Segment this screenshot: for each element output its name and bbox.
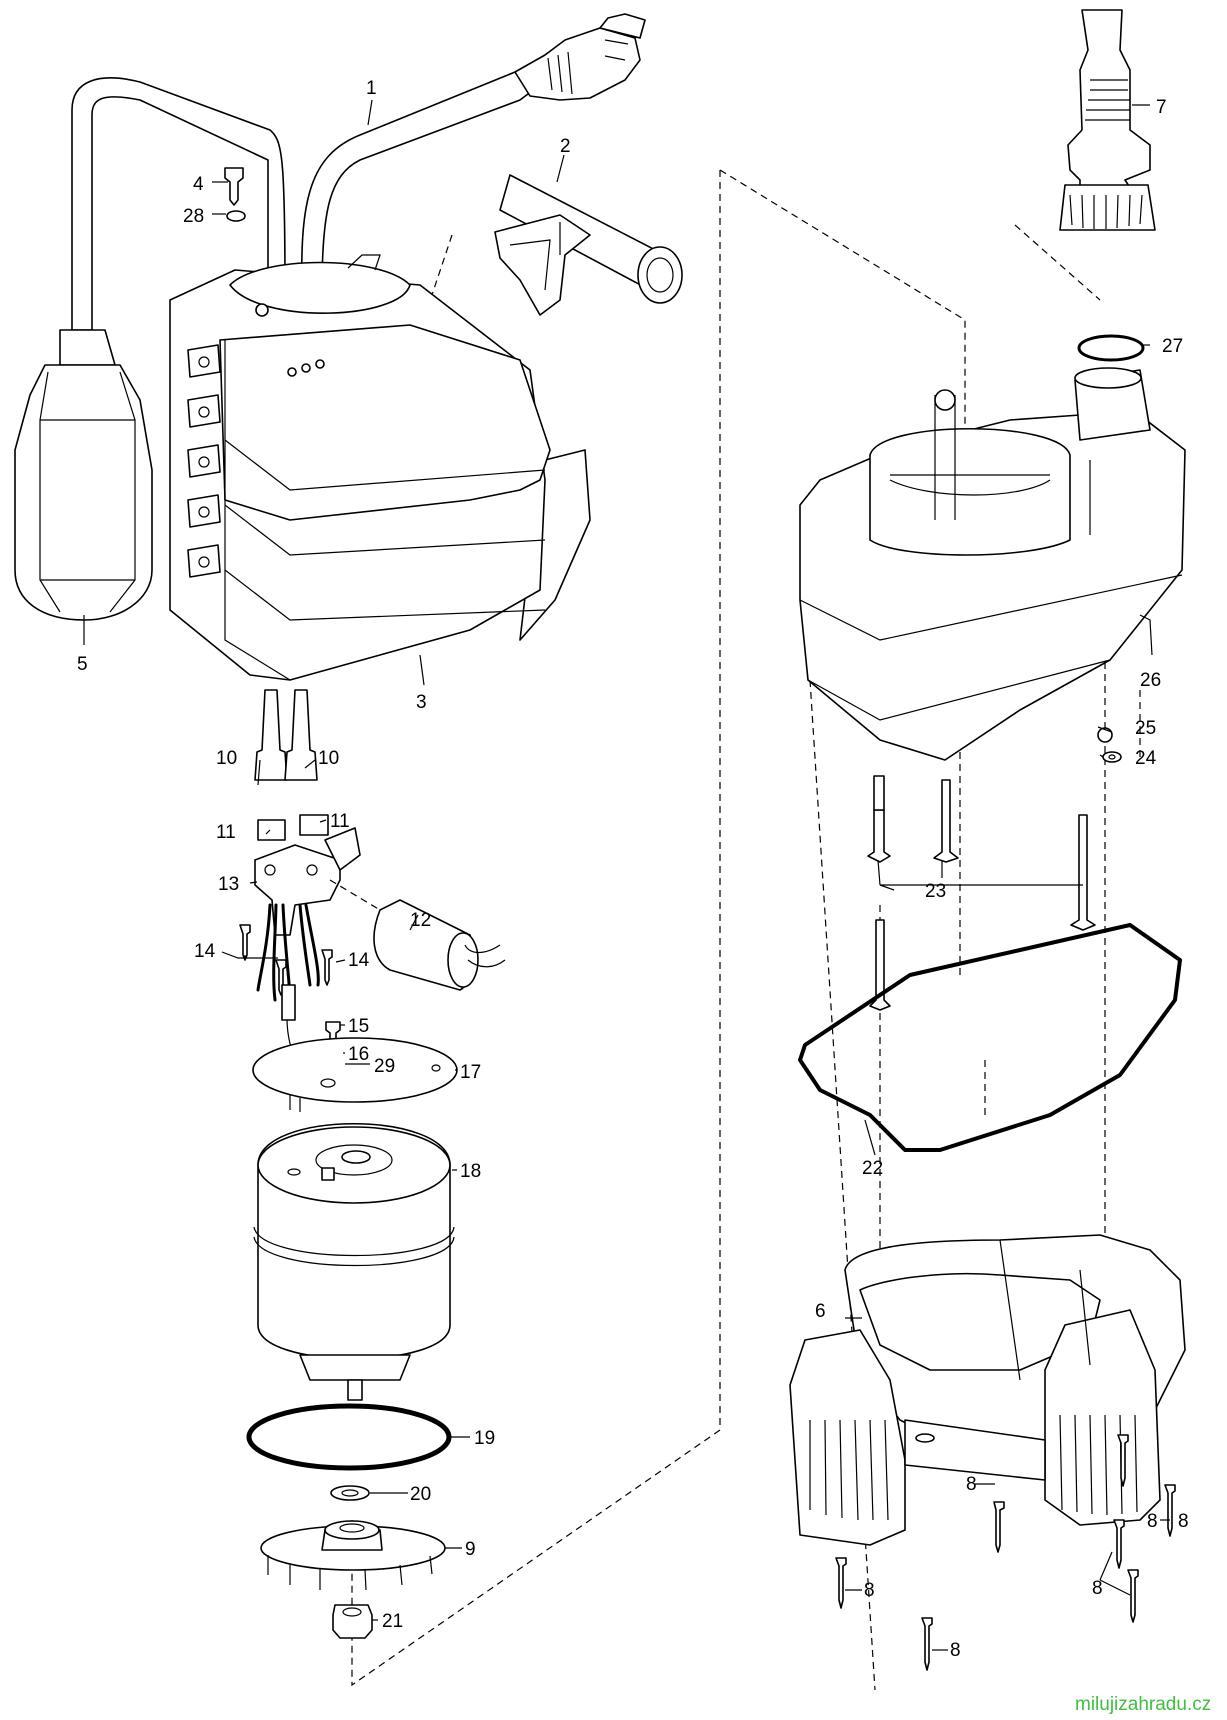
label-8c: 8 [1092, 1578, 1103, 1599]
label-8e: 8 [950, 1640, 961, 1661]
part-22-gasket [798, 923, 1182, 1152]
watermark-text[interactable]: milujizahradu.cz [1075, 1694, 1211, 1715]
label-27: 27 [1162, 336, 1183, 357]
part-23-long-screws [867, 775, 1096, 1011]
label-17: 17 [460, 1062, 481, 1083]
label-29: 29 [374, 1056, 395, 1077]
label-11b: 11 [330, 811, 350, 832]
part-3-motor-housing [169, 254, 591, 681]
label-10b: 10 [318, 748, 339, 769]
label-16: 16 [348, 1044, 369, 1065]
part-12-capacitor [329, 879, 506, 991]
label-3: 3 [416, 692, 427, 713]
part-24-washer [1102, 751, 1122, 763]
label-8a: 8 [1147, 1511, 1158, 1532]
label-21: 21 [382, 1611, 403, 1632]
label-6: 6 [815, 1301, 826, 1322]
part-6-pump-base [789, 1234, 1186, 1546]
label-22: 22 [862, 1158, 883, 1179]
label-14a: 14 [194, 941, 216, 962]
label-1: 1 [366, 78, 377, 99]
part-5-float-switch [14, 77, 286, 621]
label-13: 13 [218, 874, 239, 895]
part-11-sleeves [257, 814, 329, 841]
part-27-o-ring [1077, 334, 1145, 362]
label-25: 25 [1135, 718, 1156, 739]
part-19-o-ring [246, 1403, 452, 1471]
label-7: 7 [1156, 97, 1167, 118]
part-18-motor [253, 1122, 455, 1401]
part-8-screws [835, 1434, 1176, 1671]
part-7-hose-connector [1059, 9, 1156, 231]
part-26-pump-housing [799, 367, 1186, 761]
part-21-nut [332, 1604, 373, 1639]
label-26: 26 [1140, 670, 1161, 691]
label-23: 23 [925, 881, 946, 902]
part-10-cable-glands [254, 689, 318, 781]
label-28: 28 [183, 206, 204, 227]
part-labels: 1 2 3 4 5 6 7 8 8 8 8 8 8 9 10 10 11 11 … [77, 78, 1189, 1661]
label-18: 18 [460, 1161, 481, 1182]
label-8f: 8 [1178, 1511, 1189, 1532]
label-15: 15 [348, 1016, 369, 1037]
part-20-washer [330, 1485, 370, 1501]
label-19: 19 [474, 1428, 495, 1449]
label-20: 20 [410, 1484, 431, 1505]
label-8b: 8 [966, 1474, 977, 1495]
label-11a: 11 [216, 822, 236, 843]
part-4-screw [224, 167, 244, 206]
label-10a: 10 [216, 748, 237, 769]
label-24: 24 [1135, 748, 1157, 769]
label-5: 5 [77, 654, 88, 675]
label-8d: 8 [864, 1580, 875, 1601]
label-4: 4 [193, 174, 204, 195]
housing-clips [187, 344, 221, 578]
label-12: 12 [410, 910, 431, 931]
part-28-washer [226, 210, 246, 222]
label-14b: 14 [348, 950, 370, 971]
label-9: 9 [465, 1539, 476, 1560]
leader-lines [83, 99, 1170, 1651]
part-25-ball [1097, 727, 1113, 743]
label-2: 2 [560, 136, 571, 157]
part-9-impeller [260, 1520, 446, 1591]
part-2-handle [494, 174, 683, 316]
part-1-power-cable [300, 13, 646, 291]
